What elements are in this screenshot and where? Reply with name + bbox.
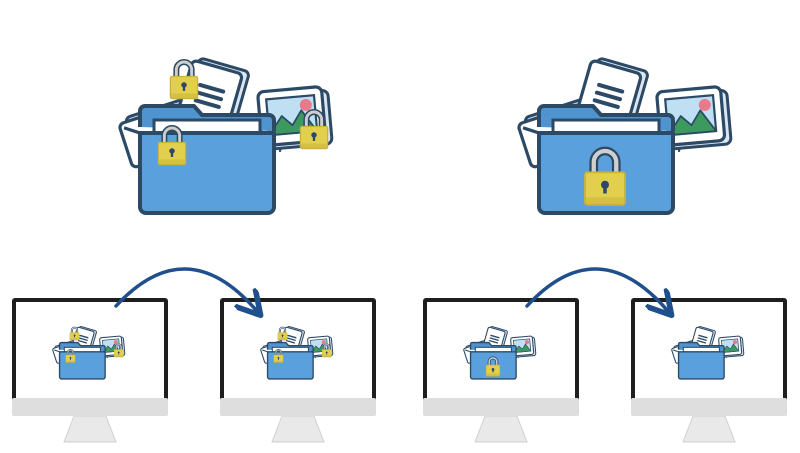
screen-content: [671, 326, 745, 380]
target-monitor: [220, 298, 376, 443]
folder-icon: [537, 104, 675, 215]
source-monitor: [423, 298, 579, 443]
panel-folder-encryption: [517, 57, 733, 215]
padlock-icon: [485, 356, 501, 377]
padlock-icon: [584, 146, 626, 206]
folder-icon: [677, 341, 725, 380]
padlock-icon: [299, 109, 329, 150]
padlock-icon: [65, 349, 76, 363]
curved-arrow-icon: [114, 267, 256, 310]
panel-individual-encryption: [118, 57, 334, 215]
screen-content: [463, 326, 537, 380]
padlock-icon: [277, 326, 288, 341]
padlock-icon: [113, 343, 124, 358]
transfer-transfer-individual: [12, 267, 376, 443]
folder-icon: [469, 341, 517, 380]
padlock-icon: [169, 59, 199, 100]
transfer-transfer-folder: [423, 267, 787, 443]
padlock-icon: [273, 349, 284, 363]
source-monitor: [12, 298, 168, 443]
padlock-icon: [69, 326, 80, 341]
screen-content: [52, 326, 126, 380]
screen-content: [260, 326, 334, 380]
curved-arrow-icon: [525, 267, 667, 310]
padlock-icon: [321, 343, 332, 358]
padlock-icon: [157, 125, 187, 166]
target-monitor: [631, 298, 787, 443]
